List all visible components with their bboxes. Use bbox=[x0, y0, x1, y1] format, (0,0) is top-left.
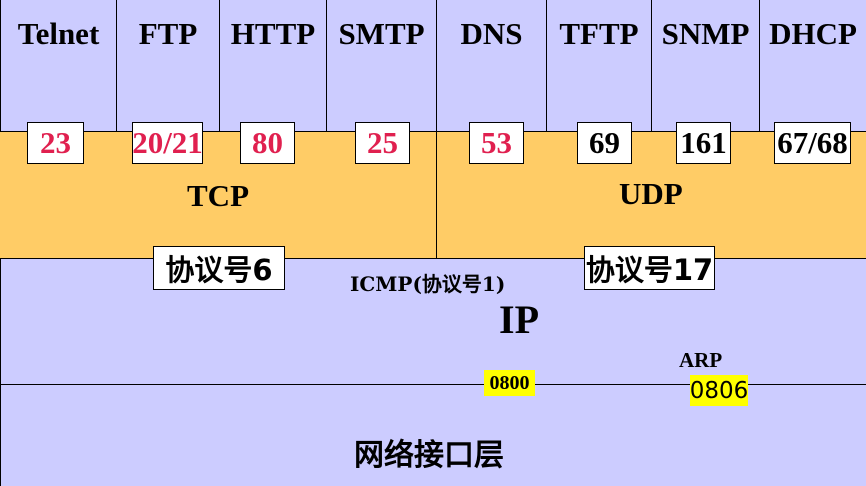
ip-label: IP bbox=[499, 297, 539, 342]
app-name-http: HTTP bbox=[230, 16, 316, 51]
application-layer: Telnet FTP HTTP SMTP DNS TFTP SNMP DHCP bbox=[0, 0, 866, 131]
app-name-telnet: Telnet bbox=[17, 16, 100, 51]
app-name-tftp: TFTP bbox=[559, 16, 639, 51]
tcp-label: TCP bbox=[187, 178, 249, 213]
ip-layer bbox=[0, 258, 866, 384]
icmp-label: ICMP(协议号1) bbox=[350, 272, 506, 296]
app-name-smtp: SMTP bbox=[338, 16, 425, 51]
udp-label: UDP bbox=[619, 176, 683, 211]
tcp-udp-divider bbox=[436, 132, 437, 258]
port-tftp: 69 bbox=[577, 122, 632, 164]
transport-layer: TCP UDP bbox=[0, 131, 866, 258]
app-cell-http: HTTP bbox=[219, 0, 326, 131]
app-cell-tftp: TFTP bbox=[546, 0, 651, 131]
app-cell-snmp: SNMP bbox=[651, 0, 759, 131]
arp-label: ARP bbox=[679, 348, 723, 372]
app-name-dns: DNS bbox=[460, 16, 523, 51]
app-name-snmp: SNMP bbox=[661, 16, 750, 51]
app-name-ftp: FTP bbox=[138, 16, 198, 51]
port-telnet: 23 bbox=[27, 122, 84, 164]
port-ftp: 20/21 bbox=[132, 122, 203, 164]
port-dhcp: 67/68 bbox=[774, 122, 851, 164]
app-cell-smtp: SMTP bbox=[326, 0, 436, 131]
app-cell-ftp: FTP bbox=[116, 0, 219, 131]
app-name-dhcp: DHCP bbox=[769, 16, 857, 51]
port-smtp: 25 bbox=[355, 122, 410, 164]
network-interface-label: 网络接口层 bbox=[354, 438, 504, 473]
port-snmp: 161 bbox=[676, 122, 731, 164]
tcp-protocol-number: 协议号6 bbox=[153, 246, 285, 290]
ethertype-ip: 0800 bbox=[484, 370, 535, 396]
port-dns: 53 bbox=[469, 122, 524, 164]
port-http: 80 bbox=[240, 122, 295, 164]
app-cell-dns: DNS bbox=[436, 0, 546, 131]
udp-protocol-number: 协议号17 bbox=[584, 246, 715, 290]
ethertype-arp: 0806 bbox=[690, 375, 748, 406]
app-cell-telnet: Telnet bbox=[0, 0, 116, 131]
app-cell-dhcp: DHCP bbox=[759, 0, 866, 131]
